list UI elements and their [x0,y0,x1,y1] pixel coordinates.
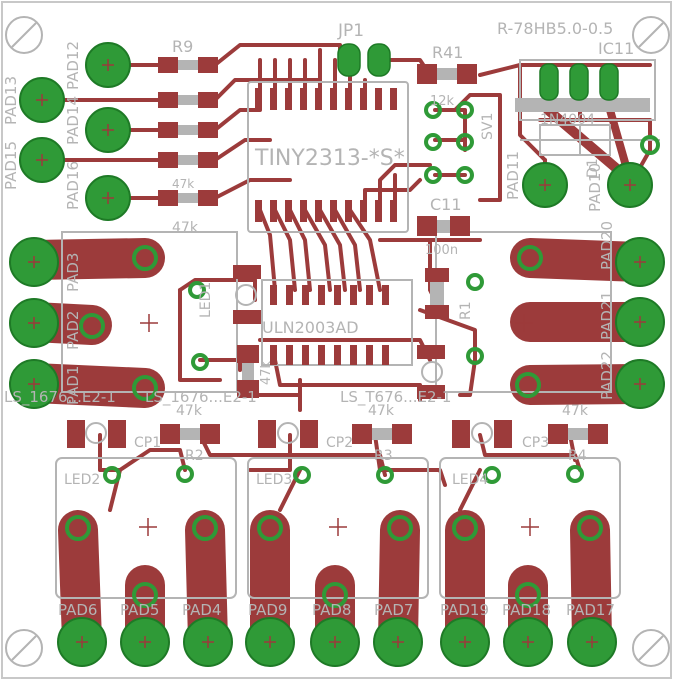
label-diode: 1N4004 [540,112,595,128]
label-led2: LED2 [64,472,100,488]
label-pad9: PAD9 [248,601,287,619]
label-d1: D1 [585,158,601,178]
vias [65,101,660,608]
label-led1: LED1 [198,282,214,318]
label-pad8: PAD8 [312,601,351,619]
label-ls2: LS_1676...E2-1 [145,388,257,407]
label-ls3: LS_T676...E2-1 [340,388,451,407]
label-attiny: TINY2313-*S* [254,146,405,171]
label-pad13: PAD13 [2,76,20,125]
label-r1: R1 [458,301,474,320]
label-pad6: PAD6 [58,601,97,619]
label-pad11: PAD11 [504,151,522,200]
label-jp1: JP1 [337,21,364,41]
label-47k-a: 47k [172,220,199,236]
pad-drills [28,59,646,648]
smd-components [67,57,650,448]
label-sv1: SV1 [480,113,496,140]
label-pad19: PAD19 [440,601,489,619]
label-regulator: R-78HB5.0-0.5 [497,19,613,38]
label-r41: R41 [432,43,463,62]
label-led4: LED4 [452,472,488,488]
label-pad15: PAD15 [2,141,20,190]
label-cp1: CP1 [134,435,161,451]
label-pad21: PAD21 [598,291,616,340]
label-pad2: PAD2 [64,311,82,350]
label-47k-e: 47k [259,360,274,385]
label-pad4: PAD4 [182,601,221,619]
label-c11: C11 [430,195,462,214]
label-r9: R9 [172,37,193,56]
label-pad20: PAD20 [598,221,616,270]
label-ic11: IC11 [598,39,634,58]
label-pad12: PAD12 [64,41,82,90]
label-r2: R2 [185,448,204,464]
label-47k-c: 47k [368,403,395,419]
label-pad10: PAD10 [586,163,604,212]
label-pad17: PAD17 [566,601,615,619]
header-pins [337,43,619,101]
label-cp3: CP3 [522,435,549,451]
label-47k-f: 47k [172,177,194,191]
label-pad7: PAD7 [374,601,413,619]
label-c11-value: 100n [425,243,458,258]
label-pad22: PAD22 [598,351,616,400]
label-pad16: PAD16 [64,161,82,210]
label-r4: R4 [568,448,587,464]
mounting-holes [5,16,670,667]
label-pad14: PAD14 [64,96,82,145]
uln-pads [270,285,389,365]
label-led3: LED3 [256,472,292,488]
attiny-pads [255,88,397,222]
crosshairs [139,314,539,536]
label-47k-d: 47k [562,403,589,419]
label-cp2: CP2 [326,435,353,451]
label-pad18: PAD18 [502,601,551,619]
label-pad1: PAD1 [64,366,82,405]
label-pad5: PAD5 [120,601,159,619]
label-ls1: LS_1676...E2-1 [4,388,116,407]
label-r12k: 12k [430,94,455,109]
label-uln: ULN2003AD [262,318,359,337]
silk-text: JP1 R-78HB5.0-0.5 R9 R41 12k IC11 TINY23… [2,19,634,619]
label-47k-b: 47k [176,403,203,419]
silk-circles [85,284,493,444]
label-r3: R3 [374,448,393,464]
label-pad3: PAD3 [64,253,82,292]
